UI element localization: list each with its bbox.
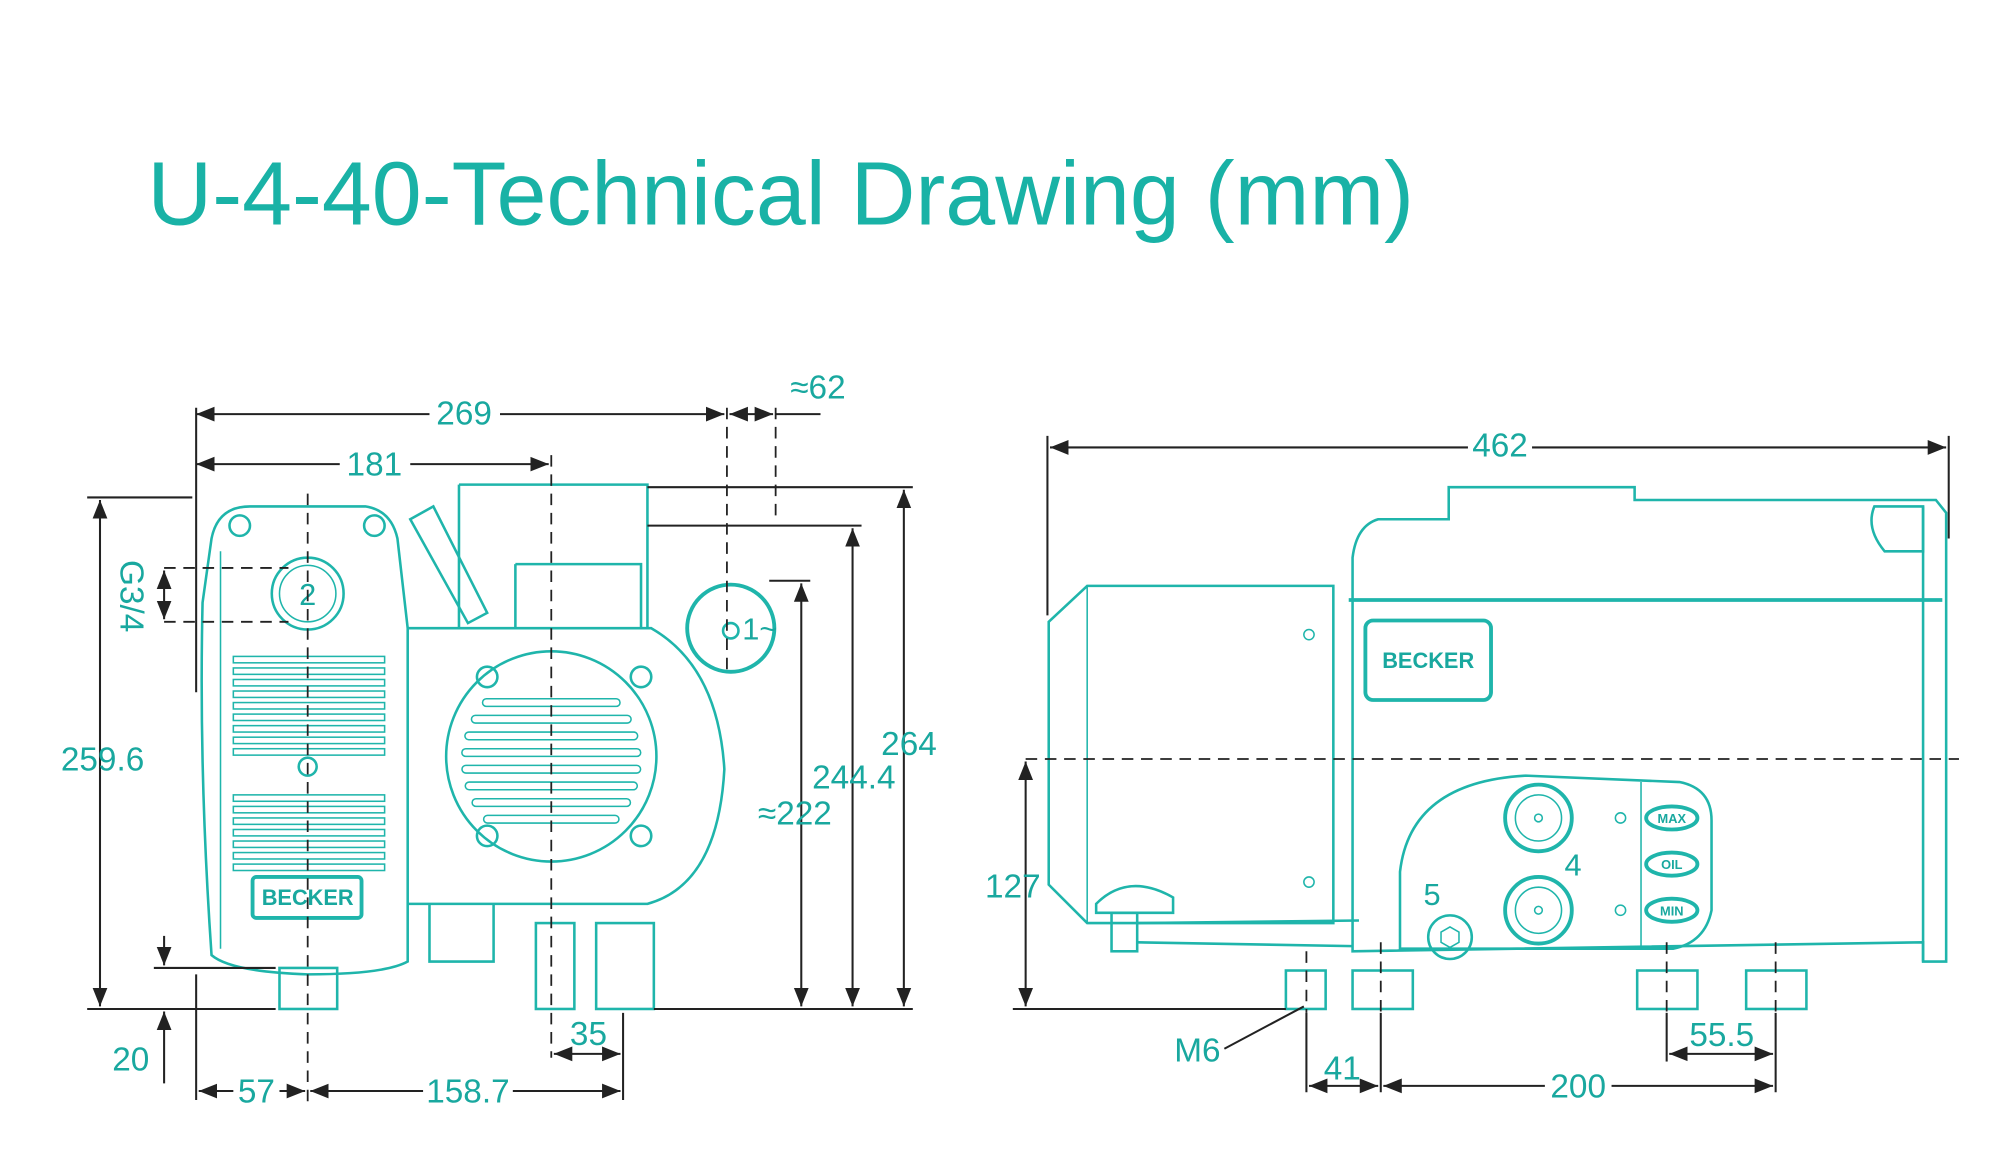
dim-foot-offset: 41 xyxy=(1324,1050,1361,1087)
callout-sight-glass-4: 4 xyxy=(1565,848,1582,883)
dim-left-to-axis: 57 xyxy=(238,1074,275,1111)
oil-min-label: MIN xyxy=(1660,903,1684,918)
dim-port-size: G3/4 xyxy=(113,560,150,632)
cooling-rib xyxy=(232,667,386,676)
oil-max-label: MAX xyxy=(1658,811,1687,826)
cooling-rib xyxy=(232,851,386,860)
side-pump-outline: BECKER MAX OIL MIN 4 5 xyxy=(1047,485,1948,1011)
front-view: 2 BECKER 1~ xyxy=(61,370,937,1111)
cooling-rib xyxy=(232,817,386,826)
front-pump-outline: 2 BECKER 1~ xyxy=(200,483,777,1011)
oil-level-label: OIL xyxy=(1661,857,1683,872)
front-cooling-ribs xyxy=(232,655,386,872)
dim-height-left: 259.6 xyxy=(61,742,144,779)
cooling-rib xyxy=(232,655,386,664)
dim-overall-width: 269 xyxy=(436,395,492,432)
cooling-rib xyxy=(232,747,386,756)
dim-axis-spacing: 158.7 xyxy=(426,1074,509,1111)
cooling-rib xyxy=(232,690,386,699)
dim-thread: M6 xyxy=(1174,1033,1220,1070)
dim-height-total: 264 xyxy=(881,726,937,763)
dim-foot-spacing: 200 xyxy=(1550,1068,1606,1105)
cooling-rib xyxy=(232,840,386,849)
cooling-rib xyxy=(232,736,386,745)
cooling-rib xyxy=(232,701,386,710)
dim-height-mid: 244.4 xyxy=(812,759,895,796)
cooling-rib xyxy=(232,678,386,687)
side-view: BECKER MAX OIL MIN 4 5 xyxy=(985,427,1959,1105)
cooling-rib xyxy=(232,828,386,837)
dim-height-motor: ≈222 xyxy=(758,795,832,832)
dim-foot-width: 55.5 xyxy=(1689,1017,1754,1054)
side-brand-logo: BECKER xyxy=(1382,648,1474,673)
dim-foot-width: 35 xyxy=(570,1016,607,1053)
cooling-rib xyxy=(232,863,386,872)
cooling-rib xyxy=(232,805,386,814)
cooling-rib xyxy=(232,794,386,803)
dim-approx-offset: ≈62 xyxy=(790,370,845,407)
page-title: U-4-40-Technical Drawing (mm) xyxy=(147,144,1414,244)
dim-axis-height: 127 xyxy=(985,868,1041,905)
callout-motor-1-phase: 1~ xyxy=(742,612,777,647)
dim-center-offset: 181 xyxy=(347,447,403,484)
cooling-rib xyxy=(232,724,386,733)
cooling-rib xyxy=(232,713,386,722)
dim-foot-height: 20 xyxy=(112,1042,149,1079)
callout-drain-plug-5: 5 xyxy=(1423,877,1440,912)
dim-overall-length: 462 xyxy=(1472,427,1528,464)
